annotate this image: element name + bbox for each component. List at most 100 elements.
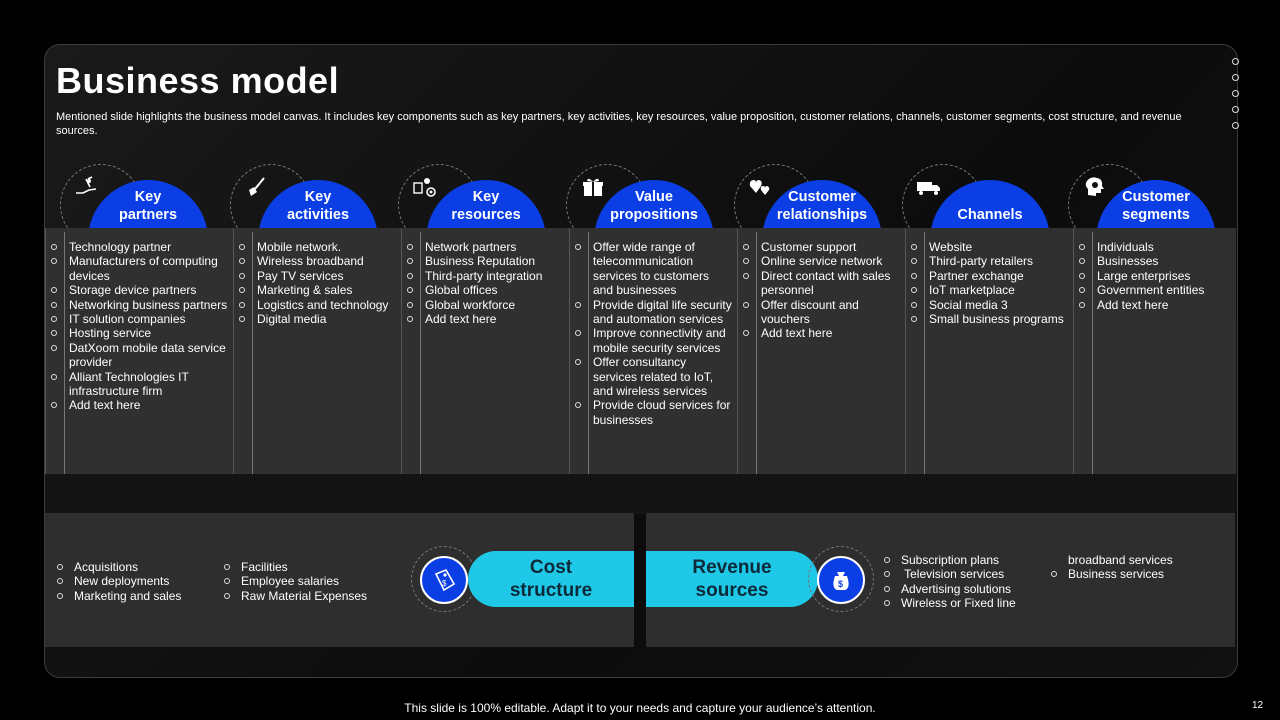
column-list: Offer wide range of telecommunication se… — [570, 228, 738, 427]
truck-icon — [916, 175, 942, 199]
column-divider — [252, 232, 253, 478]
column-divider — [64, 232, 65, 478]
slide-subtitle: Mentioned slide highlights the business … — [56, 111, 1182, 137]
list-item: Alliant Technologies IT infrastructure f… — [51, 370, 228, 399]
list-item: Small business programs — [911, 312, 1068, 326]
column-header-dome — [258, 180, 378, 228]
list-item: Government entities — [1079, 283, 1230, 297]
svg-text:$: $ — [442, 579, 447, 588]
cost-list-b: Facilities Employee salaries Raw Materia… — [223, 560, 367, 603]
list-item: Pay TV services — [239, 269, 396, 283]
list-item: Manufacturers of computing devices — [51, 254, 228, 283]
list-item: Offer wide range of telecommunication se… — [575, 240, 732, 298]
column-heading: Key activities — [286, 189, 350, 223]
svg-text:$: $ — [838, 579, 843, 589]
list-item: Third-party integration — [407, 269, 564, 283]
list-item: Technology partner — [51, 240, 228, 254]
list-item: Individuals — [1079, 240, 1230, 254]
list-item: IoT marketplace — [911, 283, 1068, 297]
nav-dot[interactable] — [1232, 58, 1239, 65]
list-item: Customer support — [743, 240, 900, 254]
column-footer-band — [45, 474, 1235, 514]
list-item: Direct contact with sales personnel — [743, 269, 900, 298]
price-tag-icon: $ — [420, 556, 468, 604]
list-item: Facilities — [223, 560, 367, 574]
list-item: Digital media — [239, 312, 396, 326]
list-item: Add text here — [743, 326, 900, 340]
list-item: Provide digital life security and automa… — [575, 297, 732, 327]
shovel-icon — [244, 175, 270, 199]
list-item: New deployments — [56, 574, 181, 588]
cost-structure-label: Cost structure — [468, 551, 634, 607]
list-item: Storage device partners — [51, 283, 228, 297]
column-header-dome — [88, 180, 208, 228]
list-item: Add text here — [51, 398, 228, 412]
page-number: 12 — [1252, 700, 1264, 711]
column-heading: Channels — [957, 207, 1023, 223]
list-item: Large enterprises — [1079, 269, 1230, 283]
list-item: Television services — [883, 567, 1016, 581]
list-item: Online service network — [743, 254, 900, 268]
list-item: Add text here — [1079, 298, 1230, 312]
list-item: Marketing & sales — [239, 283, 396, 297]
list-item: Improve connectivity and mobile security… — [575, 326, 732, 355]
revenue-list-a: Subscription plans Television services A… — [883, 553, 1016, 611]
page-title: Business model — [56, 60, 340, 101]
list-item: IT solution companies — [51, 312, 228, 326]
canvas-column: Offer wide range of telecommunication se… — [569, 228, 738, 474]
column-header-dome — [930, 180, 1050, 228]
column-header-dome — [762, 180, 882, 228]
list-item: Global workforce — [407, 298, 564, 312]
nav-dot[interactable] — [1232, 90, 1239, 97]
list-item: Global offices — [407, 283, 564, 297]
list-item: Mobile network. — [239, 240, 396, 254]
list-item: Business services — [1050, 567, 1173, 581]
list-item: Marketing and sales — [56, 589, 181, 603]
resources-icon — [412, 175, 438, 199]
column-divider — [756, 232, 757, 478]
column-heading: Customer segments — [1122, 189, 1190, 223]
list-item: Acquisitions — [56, 560, 181, 574]
column-header-dome — [426, 180, 546, 228]
column-divider — [588, 232, 589, 478]
list-item: Wireless or Fixed line — [883, 596, 1016, 610]
hand-holding-icon — [74, 175, 100, 199]
list-item-continuation: broadband services — [1068, 553, 1173, 567]
slide-nav-dots — [1232, 58, 1239, 138]
footer-note: This slide is 100% editable. Adapt it to… — [404, 701, 876, 715]
list-item: Partner exchange — [911, 269, 1068, 283]
brain-gear-icon — [1082, 175, 1108, 199]
list-item: Add text here — [407, 312, 564, 326]
column-heading: Key partners — [118, 189, 178, 223]
gift-icon — [580, 175, 606, 199]
revenue-list-b: broadband services Business services — [1050, 553, 1173, 582]
list-item: Provide cloud services for businesses — [575, 398, 731, 427]
list-item: Offer discount and vouchers — [743, 298, 900, 327]
revenue-sources-label: Revenue sources — [646, 551, 818, 607]
list-item: Social media 3 — [911, 298, 1068, 312]
column-heading: Customer relationships — [776, 189, 868, 223]
nav-dot[interactable] — [1232, 122, 1239, 129]
list-item: Website — [911, 240, 1068, 254]
list-item: Third-party retailers — [911, 254, 1068, 268]
list-item: Advertising solutions — [883, 582, 1016, 596]
list-item: Networking business partners — [51, 297, 228, 312]
column-divider — [1092, 232, 1093, 478]
column-divider — [420, 232, 421, 478]
list-item: Employee salaries — [223, 574, 367, 588]
hearts-icon — [748, 175, 774, 199]
nav-dot[interactable] — [1232, 106, 1239, 113]
list-item: DatXoom mobile data service provider — [51, 341, 228, 370]
nav-dot[interactable] — [1232, 74, 1239, 81]
list-item: Wireless broadband — [239, 254, 396, 268]
